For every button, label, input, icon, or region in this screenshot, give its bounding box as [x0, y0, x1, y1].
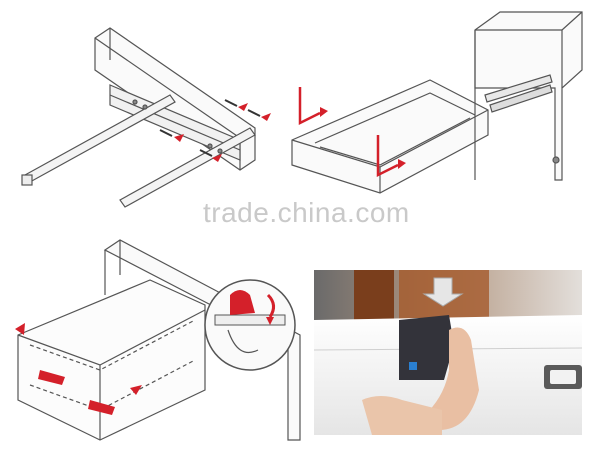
hand-release-clip-photo	[314, 270, 582, 435]
slide-in-cabinet-illustration	[470, 10, 590, 190]
red-corner-arrow-icons	[298, 87, 406, 178]
zoom-detail-circle	[204, 279, 296, 371]
red-clip-icons	[15, 323, 142, 415]
screw-arrow-icons	[159, 99, 271, 162]
slide-mounting-illustration	[10, 10, 295, 220]
drawer-box-illustration	[290, 75, 490, 205]
drawer-install-illustration	[10, 235, 310, 450]
